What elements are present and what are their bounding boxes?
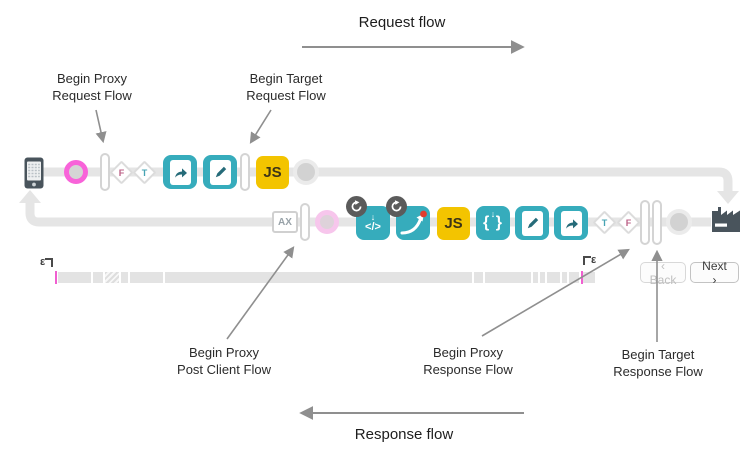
request-flow-arrowhead-icon xyxy=(717,191,739,204)
request-flow-title: Request flow xyxy=(358,14,446,31)
down-arrow-icon: ↓ xyxy=(490,209,496,219)
target-response-flow-boundary[interactable] xyxy=(652,200,662,245)
epsilon-marker-right: ε xyxy=(583,255,596,266)
corner-bracket-icon xyxy=(583,256,591,265)
target-request-annotation-arrow xyxy=(249,109,272,144)
step-circle-inner xyxy=(670,213,688,231)
pencil-policy-icon[interactable] xyxy=(515,206,549,240)
share-arrow-policy-icon[interactable] xyxy=(163,155,197,189)
timeline-segment[interactable] xyxy=(474,272,483,283)
request-received-step-circle[interactable] xyxy=(64,160,88,184)
down-arrow-icon: ↓ xyxy=(370,212,376,222)
epsilon-label: ε xyxy=(591,254,597,266)
timeline-segment[interactable] xyxy=(130,272,163,283)
proxy-request-annotation-arrow xyxy=(95,109,107,144)
timeline-segment[interactable] xyxy=(485,272,531,283)
response-flow-title: Response flow xyxy=(354,426,454,443)
paper-icon xyxy=(169,159,191,185)
response-flow-line xyxy=(25,203,711,227)
response-sent-step-circle[interactable] xyxy=(315,210,339,234)
request-step-circle[interactable] xyxy=(293,159,319,185)
js-policy-icon[interactable]: JS xyxy=(256,156,289,189)
timeline-segment[interactable] xyxy=(165,272,472,283)
annotation-begin-proxy-request-flow: Begin Proxy Request Flow xyxy=(52,71,132,103)
annotation-begin-target-response-flow: Begin Target Response Flow xyxy=(613,347,703,379)
timeline-segment[interactable] xyxy=(121,272,128,283)
response-step-circle[interactable] xyxy=(666,209,692,235)
timeline-segment[interactable] xyxy=(533,272,538,283)
timeline-segment[interactable] xyxy=(93,272,103,283)
corner-bracket-icon xyxy=(45,258,54,267)
timeline-segment[interactable] xyxy=(562,272,567,283)
timeline-segment[interactable] xyxy=(58,272,91,283)
response-flow-arrowhead-icon xyxy=(19,190,41,203)
timeline-marker-tick xyxy=(55,271,57,284)
annotation-begin-proxy-response-flow: Begin Proxy Response Flow xyxy=(423,345,513,377)
paper-icon xyxy=(521,210,543,236)
timeline-segment[interactable] xyxy=(582,272,595,283)
next-button[interactable]: Next › xyxy=(690,259,739,287)
proxy-response-flow-boundary[interactable] xyxy=(640,200,650,245)
backend-target-icon[interactable] xyxy=(710,205,742,237)
request-flow-line xyxy=(42,167,733,192)
paper-icon xyxy=(209,159,231,185)
target-request-flow-boundary[interactable] xyxy=(240,153,250,191)
timeline-segment[interactable] xyxy=(105,272,119,283)
loop-badge-icon xyxy=(386,196,407,217)
red-dot-icon xyxy=(420,210,427,218)
proxy-request-flow-boundary[interactable] xyxy=(100,153,110,191)
paper-icon xyxy=(560,210,582,236)
post-client-annotation-arrow xyxy=(226,246,295,340)
loop-badge-icon xyxy=(346,196,367,217)
js-label: JS xyxy=(263,164,282,181)
share-arrow-policy-icon[interactable] xyxy=(554,206,588,240)
timeline-segment[interactable] xyxy=(540,272,545,283)
ax-label: AX xyxy=(278,216,292,228)
js-label: JS xyxy=(444,215,463,232)
annotation-begin-proxy-post-client-flow: Begin Proxy Post Client Flow xyxy=(177,345,271,377)
braces-policy-icon[interactable]: { } ↓ xyxy=(476,206,510,240)
step-circle-inner xyxy=(297,163,315,181)
analytics-step[interactable]: AX xyxy=(272,211,298,233)
js-policy-icon[interactable]: JS xyxy=(437,207,470,240)
timeline-segment[interactable] xyxy=(569,272,579,283)
pencil-policy-icon[interactable] xyxy=(203,155,237,189)
code-glyph: </> xyxy=(365,221,381,233)
annotation-begin-target-request-flow: Begin Target Request Flow xyxy=(246,71,326,103)
mobile-client-icon[interactable] xyxy=(24,157,44,194)
epsilon-marker-left: ε xyxy=(40,256,54,268)
proxy-post-client-flow-boundary[interactable] xyxy=(300,203,310,241)
timeline-segment[interactable] xyxy=(547,272,560,283)
epsilon-label: ε xyxy=(40,256,46,268)
timeline-scrubber[interactable] xyxy=(55,271,596,284)
braces-glyph: { } xyxy=(483,214,503,231)
proxy-response-annotation-arrow xyxy=(481,248,630,337)
